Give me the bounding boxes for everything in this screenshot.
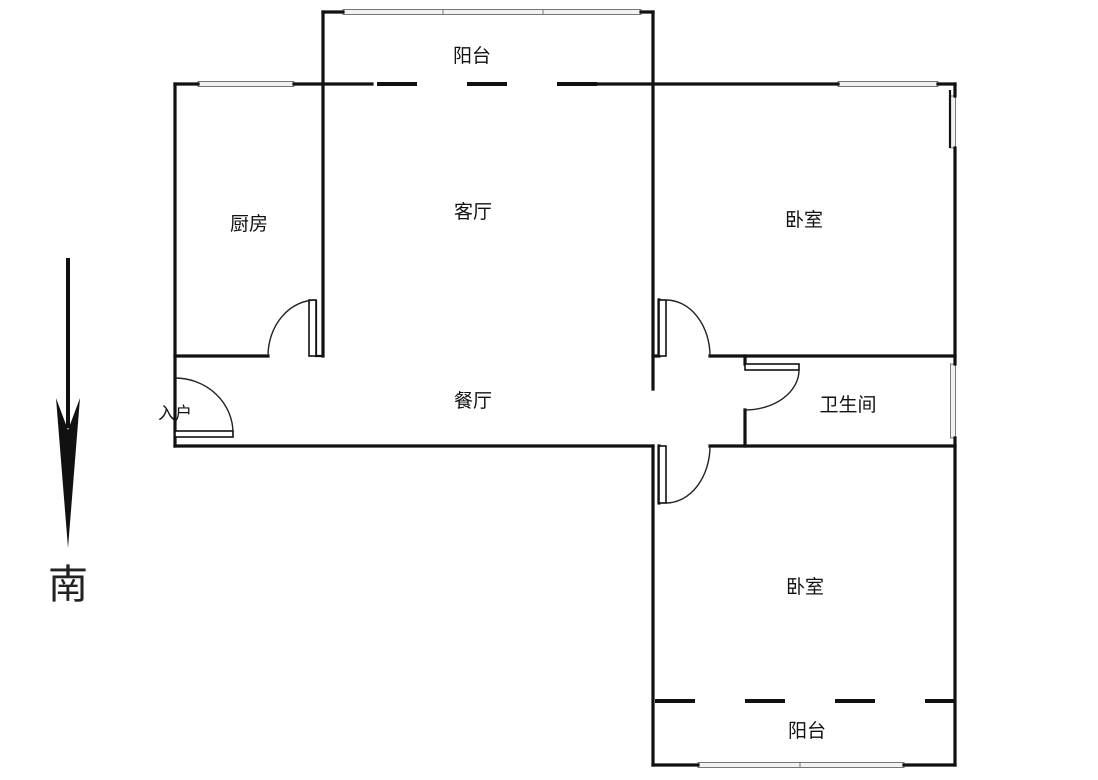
window-bedroom-north — [837, 81, 939, 87]
room-labels: 阳台 厨房 客厅 卧室 餐厅 卫生间 卧室 阳台 入户 — [158, 45, 877, 742]
doors — [174, 299, 800, 504]
windows — [197, 9, 956, 768]
window-kitchen — [197, 81, 295, 87]
door-bathroom — [744, 363, 800, 371]
door-bedroom-north — [658, 299, 667, 357]
compass-label: 南 — [48, 562, 88, 608]
room-label-living-room: 客厅 — [454, 201, 492, 223]
window-bedroom-north-east — [950, 95, 956, 149]
door-kitchen — [308, 299, 317, 357]
walls — [173, 10, 957, 767]
window-bathroom — [950, 363, 956, 439]
room-label-balcony-south: 阳台 — [788, 720, 826, 742]
door-entrance — [174, 430, 234, 438]
room-label-balcony-north: 阳台 — [453, 45, 491, 67]
window-north-balcony — [342, 9, 642, 15]
entrance-label: 入户 — [158, 404, 192, 424]
compass: 南 — [48, 258, 88, 608]
south-arrow-icon — [56, 258, 80, 548]
room-label-bathroom: 卫生间 — [819, 394, 876, 416]
balcony-dividers — [372, 82, 955, 703]
door-bedroom-south — [658, 445, 667, 504]
room-label-dining-room: 餐厅 — [454, 390, 492, 412]
window-south-balcony — [697, 762, 905, 768]
room-label-bedroom-north: 卧室 — [785, 209, 823, 231]
room-label-kitchen: 厨房 — [230, 213, 268, 235]
room-label-bedroom-south: 卧室 — [786, 576, 824, 598]
